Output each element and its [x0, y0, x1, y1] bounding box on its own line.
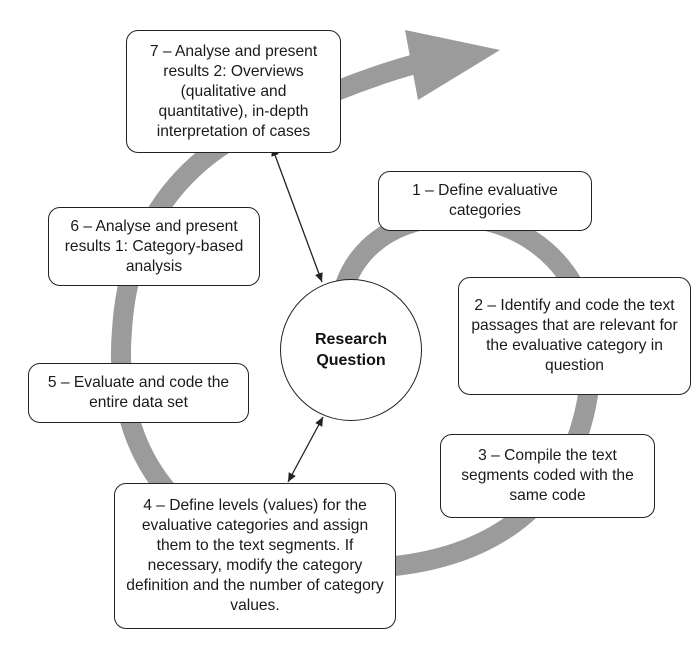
research-question-circle: Research Question — [280, 279, 422, 421]
step-7-label: 7 – Analyse and present results 2: Overv… — [149, 42, 318, 140]
connector-step7-question — [271, 146, 323, 283]
step-7-box: 7 – Analyse and present results 2: Overv… — [126, 30, 341, 153]
research-question-line1: Research — [314, 331, 388, 348]
step-2-label: 2 – Identify and code the text passages … — [471, 297, 678, 374]
step-6-box: 6 – Analyse and present results 1: Categ… — [48, 207, 260, 286]
research-question-line2: Question — [316, 352, 386, 369]
step-3-label: 3 – Compile the text segments coded with… — [461, 447, 634, 504]
step-3-box: 3 – Compile the text segments coded with… — [440, 434, 655, 518]
connector-question-step4 — [287, 416, 324, 483]
step-5-label: 5 – Evaluate and code the entire data se… — [47, 374, 230, 411]
step-6-label: 6 – Analyse and present results 1: Categ… — [64, 217, 244, 275]
step-5-box: 5 – Evaluate and code the entire data se… — [28, 363, 249, 423]
step-1-label: 1 – Define evaluative categories — [412, 182, 558, 219]
step-4-label: 4 – Define levels (values) for the evalu… — [126, 497, 384, 614]
step-4-box: 4 – Define levels (values) for the evalu… — [114, 483, 396, 629]
step-1-box: 1 – Define evaluative categories — [378, 171, 592, 231]
cycle-arrowhead — [405, 30, 500, 100]
step-2-box: 2 – Identify and code the text passages … — [458, 277, 691, 395]
